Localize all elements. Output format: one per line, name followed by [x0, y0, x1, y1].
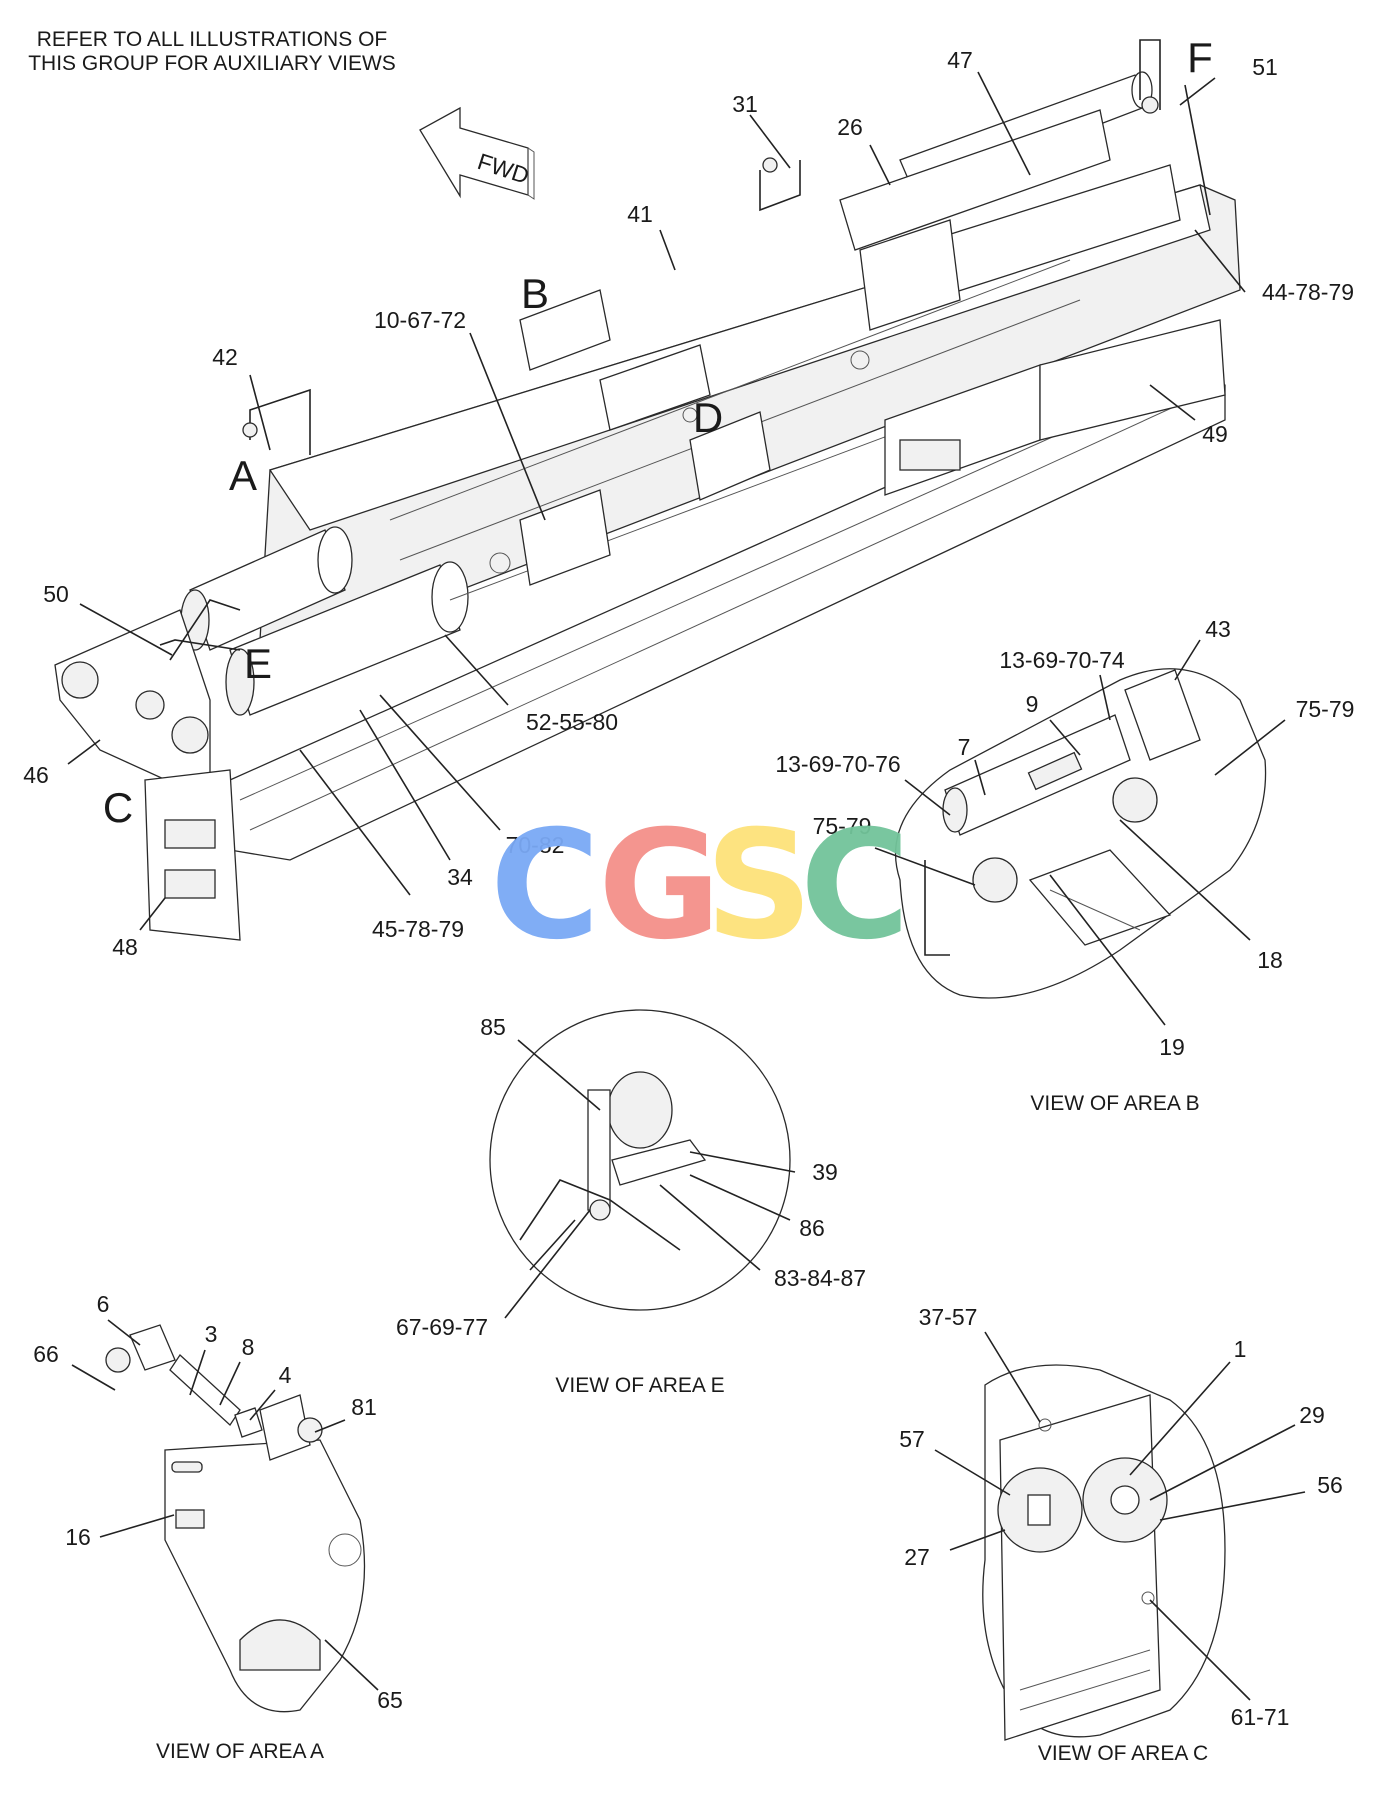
callout-c-37-57: 37-57	[919, 1304, 978, 1330]
view-area-c	[982, 1364, 1226, 1741]
main-leaders	[67, 71, 1246, 931]
watermark-letter-g: G	[598, 799, 721, 973]
stand-51	[1139, 39, 1211, 216]
note-line-1: REFER TO ALL ILLUSTRATIONS OF	[37, 28, 387, 51]
bracket-42	[242, 388, 311, 455]
callout-50: 50	[43, 581, 69, 607]
callout-42: 42	[212, 344, 238, 370]
callout-e-85: 85	[480, 1014, 506, 1040]
callout-e-83-84-87: 83-84-87	[774, 1265, 866, 1291]
callout-51: 51	[1252, 54, 1278, 80]
callout-31: 31	[732, 91, 758, 117]
callout-b-13-69-70-76: 13-69-70-76	[775, 751, 900, 777]
callout-a-3: 3	[205, 1321, 218, 1347]
view-area-c-leaders	[934, 1331, 1306, 1701]
callout-26: 26	[837, 114, 863, 140]
front-cylinder-right	[225, 561, 469, 716]
area-letter-f: F	[1187, 34, 1213, 81]
callout-b-19: 19	[1159, 1034, 1185, 1060]
view-area-a	[105, 1324, 366, 1713]
callout-e-67-69-77: 67-69-77	[396, 1314, 488, 1340]
watermark-logo: C G S C	[490, 799, 910, 973]
caption-area-c: VIEW OF AREA C	[1038, 1742, 1208, 1765]
callout-a-6: 6	[97, 1291, 110, 1317]
callout-46: 46	[23, 762, 49, 788]
end-plate-46	[54, 609, 211, 802]
area-letter-d: D	[693, 394, 723, 441]
watermark-letter-c2: C	[800, 799, 910, 973]
callout-41: 41	[627, 201, 653, 227]
callout-b-9: 9	[1026, 691, 1039, 717]
area-letter-a: A	[229, 452, 257, 499]
area-letter-e: E	[244, 640, 272, 687]
callout-e-86: 86	[799, 1215, 825, 1241]
pad-49	[884, 319, 1226, 496]
handle-50	[159, 599, 241, 661]
callout-45-78-79: 45-78-79	[372, 916, 464, 942]
callout-a-8: 8	[242, 1334, 255, 1360]
callout-b-18: 18	[1257, 947, 1283, 973]
callout-48: 48	[112, 934, 138, 960]
caption-area-a: VIEW OF AREA A	[156, 1740, 324, 1763]
callout-47: 47	[947, 47, 973, 73]
upper-tube-26	[839, 109, 1111, 251]
callout-a-81: 81	[351, 1394, 377, 1420]
callout-70-82: 70-82	[506, 832, 565, 858]
callout-34: 34	[447, 864, 473, 890]
callout-b-43: 43	[1205, 616, 1231, 642]
callout-c-61-71: 61-71	[1231, 1704, 1290, 1730]
callout-a-65: 65	[377, 1687, 403, 1713]
view-area-b	[894, 668, 1267, 999]
callout-c-56: 56	[1317, 1472, 1343, 1498]
callout-a-4: 4	[279, 1362, 292, 1388]
callout-a-66: 66	[33, 1341, 59, 1367]
callout-b-75-79-left: 75-79	[813, 813, 872, 839]
callout-49: 49	[1202, 421, 1228, 447]
area-letter-c: C	[103, 784, 133, 831]
note-line-2: THIS GROUP FOR AUXILIARY VIEWS	[28, 52, 396, 75]
callout-b-7: 7	[958, 734, 971, 760]
callout-c-27: 27	[904, 1544, 930, 1570]
stand-31	[759, 157, 801, 212]
watermark-letter-c1: C	[490, 799, 600, 973]
callout-b-13-69-70-74: 13-69-70-74	[999, 647, 1125, 673]
callout-c-1: 1	[1234, 1336, 1247, 1362]
view-area-a-leaders	[71, 1319, 379, 1691]
caption-area-b: VIEW OF AREA B	[1030, 1092, 1199, 1115]
view-area-e	[489, 1009, 791, 1311]
view-area-e-leaders	[504, 1039, 796, 1319]
callout-e-39: 39	[812, 1159, 838, 1185]
callout-c-57: 57	[899, 1426, 925, 1452]
callout-52-55-80: 52-55-80	[526, 709, 618, 735]
view-area-b-leaders	[874, 639, 1286, 1026]
callout-c-29: 29	[1299, 1402, 1325, 1428]
area-letter-b: B	[521, 270, 549, 317]
forward-arrow-icon: FWD	[419, 106, 535, 200]
callout-44-78-79: 44-78-79	[1262, 279, 1354, 305]
main-assembly	[54, 39, 1241, 941]
callout-a-16: 16	[65, 1524, 91, 1550]
watermark-letter-s: S	[705, 799, 813, 973]
caption-area-e: VIEW OF AREA E	[555, 1374, 724, 1397]
callout-b-75-79-right: 75-79	[1296, 696, 1355, 722]
bracket-48	[144, 769, 241, 941]
callout-10-67-72: 10-67-72	[374, 307, 466, 333]
